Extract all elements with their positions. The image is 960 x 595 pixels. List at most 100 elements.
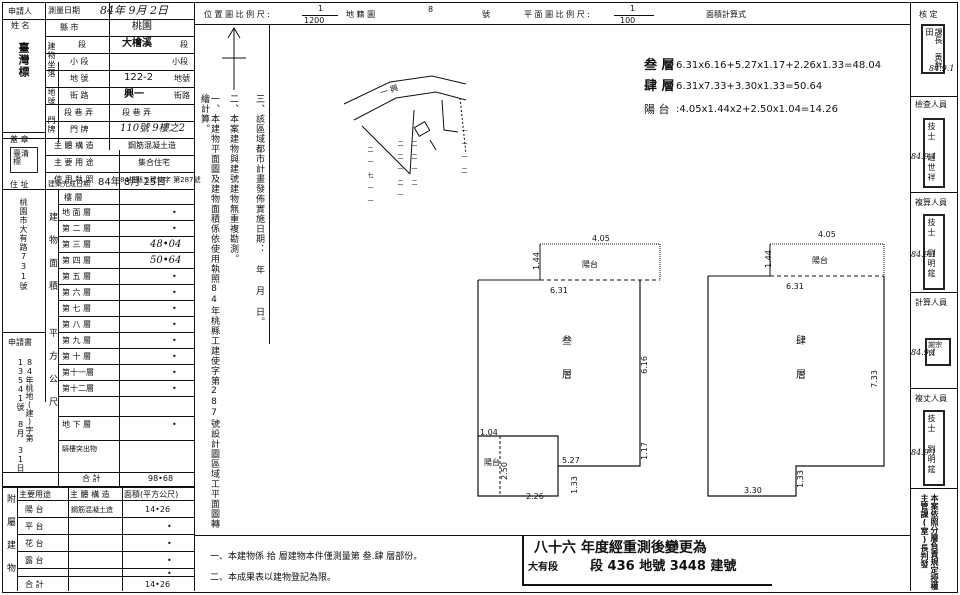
calc-floor: 肆 層 xyxy=(644,79,675,94)
attached-header-struct: 主 體 構 造 xyxy=(70,490,110,499)
street-value: 興一 xyxy=(124,89,144,100)
plan4-main-height: 7.33 xyxy=(869,370,879,388)
plot-suffix: 地號 xyxy=(174,74,190,83)
footer-note-1: 一、本建物係 拾 層建物本件僅測量第 叁.肆 層部份。 xyxy=(210,552,423,562)
plan3-main-height: 6.16 xyxy=(639,356,649,374)
north-arrow xyxy=(222,27,246,90)
plan4-room-char2: 層 xyxy=(796,370,806,381)
plan4-bottom-width: 3.30 xyxy=(744,486,762,495)
footer-note-2: 二、本成果表以建物登記為限。 xyxy=(210,573,337,583)
verify-seal: 課長 黃群田 xyxy=(921,24,945,74)
plan3-lower-width: 5.27 xyxy=(562,456,580,465)
location-scale-num: 1 xyxy=(318,4,324,13)
seal-label: 蓋 章 xyxy=(10,135,29,144)
attached-label: 附屬建物 xyxy=(5,494,15,586)
floors-header: 樓 層 xyxy=(64,193,83,202)
plan3-room-char1: 叁 xyxy=(562,336,572,347)
verify-date: 84.9.1 xyxy=(929,64,955,73)
calc-label: 計算人員 xyxy=(915,298,947,307)
location-scale-label: 位 置 圖 比 例 尺 : xyxy=(204,10,270,19)
plot-label: 地 號 xyxy=(70,74,89,83)
subsection-suffix: 小段 xyxy=(172,57,188,66)
main-use-label: 主 要 用 途 xyxy=(54,158,94,167)
floor-row xyxy=(58,396,194,413)
floor-row: 第十二層• xyxy=(58,380,194,397)
survey-date-label: 測量日期 xyxy=(48,6,80,15)
floor-row: 地 下 層• xyxy=(58,416,194,433)
lot-label: 二 二 一 二 xyxy=(410,140,417,185)
plan3-balcony: 陽台 xyxy=(582,260,598,269)
section-value: 大檜溪 xyxy=(122,38,152,49)
calc-formula: :4.05x1.44x2+2.50x1.04=14.26 xyxy=(676,104,838,115)
plan3-side-len: 2.50 xyxy=(499,462,509,480)
floor-col-label: 建物面積 平方公尺 xyxy=(47,212,57,420)
plan3-side-depth: 1.04 xyxy=(480,428,498,437)
calc-floor: 叁 層 xyxy=(644,58,675,73)
attached-row: 平 台• xyxy=(17,517,194,535)
attached-header-use: 主要用途 xyxy=(19,490,51,499)
plan3-bottom-width: 2.26 xyxy=(526,492,544,501)
main-use-value: 集合住宅 xyxy=(138,158,170,167)
stamp-line-2a: 大有段 xyxy=(528,562,558,573)
plan4-main-width: 6.31 xyxy=(786,282,804,291)
street-label: 街 路 xyxy=(70,91,89,100)
site-location-map xyxy=(343,75,467,175)
plan3-side-balcony: 陽台 xyxy=(484,458,500,467)
lot-label: 二 一 七 一 一 xyxy=(366,146,373,204)
survey-date: 84年 9月 2日 xyxy=(100,4,168,17)
plan4-room-char1: 肆 xyxy=(796,336,806,347)
street-suffix: 街路 xyxy=(174,91,190,100)
section-suffix: 段 xyxy=(180,40,188,49)
survey-label: 複丈人員 xyxy=(915,394,947,403)
attached-row: 露 台• xyxy=(17,551,194,569)
note-vertical-3: 三、該區域都市計畫發佈實施日期： 年 月 日。 xyxy=(254,94,264,327)
city-label: 縣 市 xyxy=(60,23,79,32)
plan3-bottom-height: 1.33 xyxy=(569,476,579,494)
address-label: 住 址 xyxy=(10,180,29,189)
verify-label: 核 定 xyxy=(919,10,938,19)
check-seal: 技士 趙世祥 xyxy=(923,118,945,188)
plan3-top-width: 4.05 xyxy=(592,234,610,243)
review-date: 84.9.1 xyxy=(911,250,937,259)
main-structure-label: 主 體 構 造 xyxy=(54,141,94,150)
floor-row: 第 八 層• xyxy=(58,316,194,333)
plan-scale-num: 1 xyxy=(630,4,636,13)
plan3-balcony-depth: 1.44 xyxy=(531,252,541,270)
attached-header-area: 面積(平方公尺) xyxy=(124,490,179,499)
section-label: 段 xyxy=(78,40,86,49)
completion-date: 84年 8月 25日 xyxy=(98,177,167,188)
total-label: 合 計 xyxy=(82,474,101,483)
floor-row: 第 七 層• xyxy=(58,300,194,317)
plan4-balcony-depth: 1.44 xyxy=(763,250,773,268)
right-column: 核 定 課長 黃群田 84.9.1 檢查人員 技士 趙世祥 84.9.1 複算人… xyxy=(910,2,957,591)
plan4-bottom-height: 1.33 xyxy=(795,470,805,488)
lot-label: 二 二 一 二 一 xyxy=(396,140,403,198)
main-structure-value: 鋼筋混凝土造 xyxy=(128,141,176,150)
applicant-label: 申請人 xyxy=(8,7,32,16)
attached-row: • xyxy=(17,568,194,578)
note-vertical-2: 二、本案建物與建號建物無重複勘測。 xyxy=(228,94,238,264)
floor-row: 騎樓突出物 xyxy=(58,440,194,457)
floor-row: 第 二 層• xyxy=(58,220,194,237)
floor-row: 第 九 層• xyxy=(58,332,194,349)
check-date: 84.9.1 xyxy=(911,152,937,161)
city-value: 桃園 xyxy=(132,21,152,32)
plan3-room-char2: 層 xyxy=(562,370,572,381)
permit-value: 84桃縣工建使字 第287號 xyxy=(120,176,201,184)
door-value: 110號 9樓之2 xyxy=(120,123,185,134)
location-scale-den: 1200 xyxy=(304,16,325,25)
check-label: 檢查人員 xyxy=(915,100,947,109)
authorization-note: 本案依照分層負責規定授權主管課(室)長判發 xyxy=(920,494,939,590)
owner-name: 臺灣標 xyxy=(17,42,30,78)
permit-label: 使 用 執 照 xyxy=(54,175,94,184)
plan-scale-label: 平 面 圖 比 例 尺 : xyxy=(524,10,590,19)
floor-row: 地 面 層• xyxy=(58,204,194,221)
plan-scale-den: 100 xyxy=(620,16,636,25)
floor-plan-4 xyxy=(707,243,885,497)
plan3-lower-height: 1.17 xyxy=(639,442,649,460)
location-col-label: 建物坐落 地號 門牌 xyxy=(47,42,56,134)
land-map-no: 8 xyxy=(428,5,434,14)
